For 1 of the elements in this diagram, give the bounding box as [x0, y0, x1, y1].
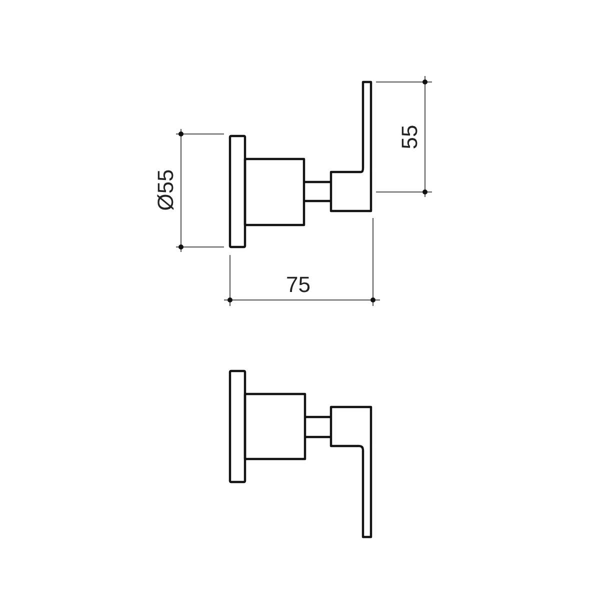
- dimension-label: Ø55: [154, 168, 177, 212]
